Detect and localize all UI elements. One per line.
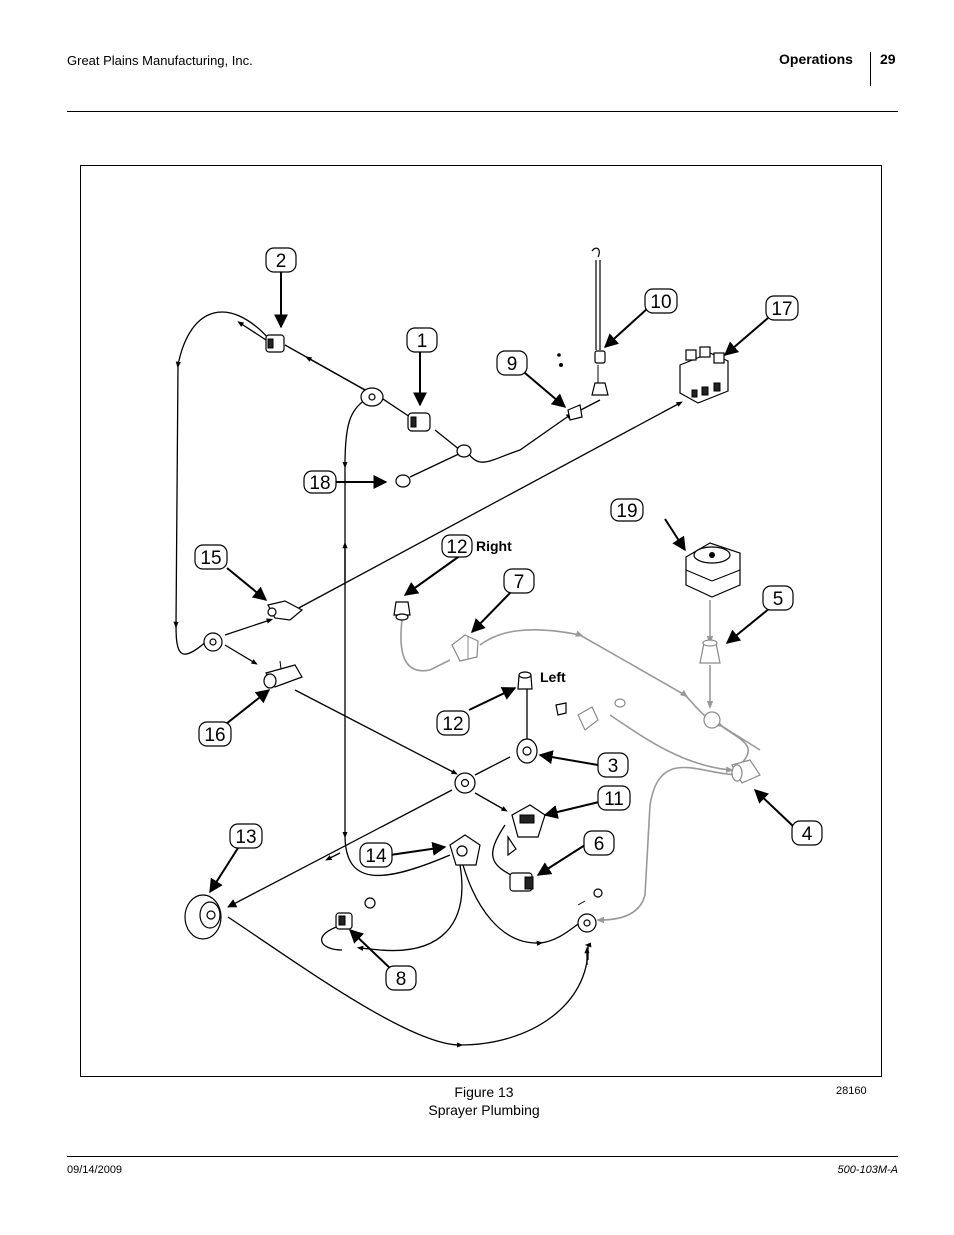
part-6-motor bbox=[509, 872, 534, 892]
callout-19: 19 bbox=[610, 498, 644, 522]
svg-text:8: 8 bbox=[396, 969, 407, 990]
svg-text:1: 1 bbox=[417, 331, 428, 352]
callout-13: 13 bbox=[229, 823, 263, 849]
callout-6: 6 bbox=[583, 830, 615, 856]
svg-text:12: 12 bbox=[446, 537, 467, 558]
callout-17: 17 bbox=[765, 295, 799, 321]
part-4-valve bbox=[731, 759, 761, 784]
small-coupler-upper bbox=[456, 444, 472, 458]
svg-text:19: 19 bbox=[616, 501, 637, 522]
figure-subtitle: Sprayer Plumbing bbox=[428, 1102, 540, 1118]
svg-text:18: 18 bbox=[309, 473, 330, 494]
svg-text:7: 7 bbox=[514, 572, 525, 593]
part-5-strainer bbox=[699, 639, 721, 664]
part-18-plug bbox=[395, 474, 411, 488]
callout-16: 16 bbox=[198, 721, 232, 747]
svg-text:13: 13 bbox=[235, 827, 256, 848]
callout-12-right: 12 bbox=[441, 534, 473, 558]
part-8-valve bbox=[335, 897, 376, 930]
callout-1: 1 bbox=[406, 327, 438, 353]
part-10-line bbox=[557, 247, 609, 396]
part-19-tank bbox=[685, 542, 741, 598]
right-label: Right bbox=[476, 538, 512, 554]
leader-arrows bbox=[209, 270, 795, 971]
figure-title: Figure 13 bbox=[454, 1084, 514, 1100]
callout-10: 10 bbox=[644, 288, 678, 314]
svg-text:10: 10 bbox=[650, 292, 671, 313]
svg-text:12: 12 bbox=[442, 714, 463, 735]
callout-4: 4 bbox=[791, 820, 823, 846]
part-17-valve-assembly bbox=[679, 346, 729, 404]
bottom-right-fitting bbox=[577, 888, 603, 933]
header-rule bbox=[67, 111, 898, 112]
svg-text:4: 4 bbox=[802, 824, 813, 845]
svg-text:16: 16 bbox=[204, 725, 225, 746]
svg-text:5: 5 bbox=[773, 589, 784, 610]
left-label: Left bbox=[540, 669, 566, 685]
grey-small-parts bbox=[555, 698, 626, 731]
center-tee-fitting bbox=[454, 772, 476, 794]
part-9-fitting bbox=[567, 404, 583, 421]
svg-text:3: 3 bbox=[608, 756, 619, 777]
company-name: Great Plains Manufacturing, Inc. bbox=[67, 53, 253, 68]
footer-rule bbox=[67, 1156, 898, 1157]
part-2-fitting bbox=[265, 334, 285, 353]
sprayer-plumbing-diagram: 1 2 3 4 5 6 7 8 9 10 11 12 Right 12 Left… bbox=[173, 247, 823, 1048]
callout-7: 7 bbox=[503, 568, 535, 594]
page-number: 29 bbox=[880, 51, 896, 67]
part-7-fitting bbox=[451, 634, 479, 662]
callout-5: 5 bbox=[762, 585, 794, 611]
svg-text:14: 14 bbox=[365, 846, 387, 867]
part-3-fitting bbox=[516, 738, 538, 764]
black-hoses bbox=[173, 311, 683, 1048]
callout-2: 2 bbox=[265, 247, 297, 273]
callout-14: 14 bbox=[359, 842, 393, 868]
callout-15: 15 bbox=[194, 544, 228, 570]
part-14-housing bbox=[449, 834, 481, 866]
footer-date: 09/14/2009 bbox=[67, 1164, 123, 1176]
grey-tee-right bbox=[703, 711, 721, 729]
part-15-valve bbox=[267, 600, 304, 621]
callout-12-left: 12 bbox=[436, 710, 470, 736]
footer-doc-number: 500-103M-A bbox=[837, 1164, 898, 1176]
part-12-right-cap bbox=[393, 601, 411, 621]
part-11-pump bbox=[507, 804, 546, 857]
part-13-pump bbox=[184, 894, 222, 940]
figure-frame bbox=[80, 165, 882, 1077]
svg-text:17: 17 bbox=[771, 299, 792, 320]
part-12-left-cap bbox=[517, 671, 533, 690]
svg-text:11: 11 bbox=[604, 789, 624, 810]
header-divider bbox=[870, 52, 871, 86]
callout-11: 11 bbox=[597, 785, 631, 811]
section-title: Operations bbox=[779, 51, 853, 67]
tee-fitting-upper bbox=[360, 387, 384, 407]
figure-caption: Figure 13 Sprayer Plumbing bbox=[384, 1083, 584, 1119]
callout-8: 8 bbox=[385, 965, 417, 991]
svg-text:15: 15 bbox=[200, 548, 221, 569]
callout-3: 3 bbox=[597, 752, 629, 778]
part-16-fitting bbox=[263, 660, 303, 689]
svg-text:9: 9 bbox=[507, 354, 518, 375]
svg-text:2: 2 bbox=[276, 251, 287, 272]
callout-18: 18 bbox=[303, 470, 337, 494]
callout-9: 9 bbox=[496, 350, 528, 376]
drawing-number: 28160 bbox=[836, 1085, 867, 1097]
svg-text:6: 6 bbox=[594, 834, 605, 855]
coupler-left bbox=[203, 632, 223, 652]
part-1-fitting bbox=[407, 412, 431, 432]
